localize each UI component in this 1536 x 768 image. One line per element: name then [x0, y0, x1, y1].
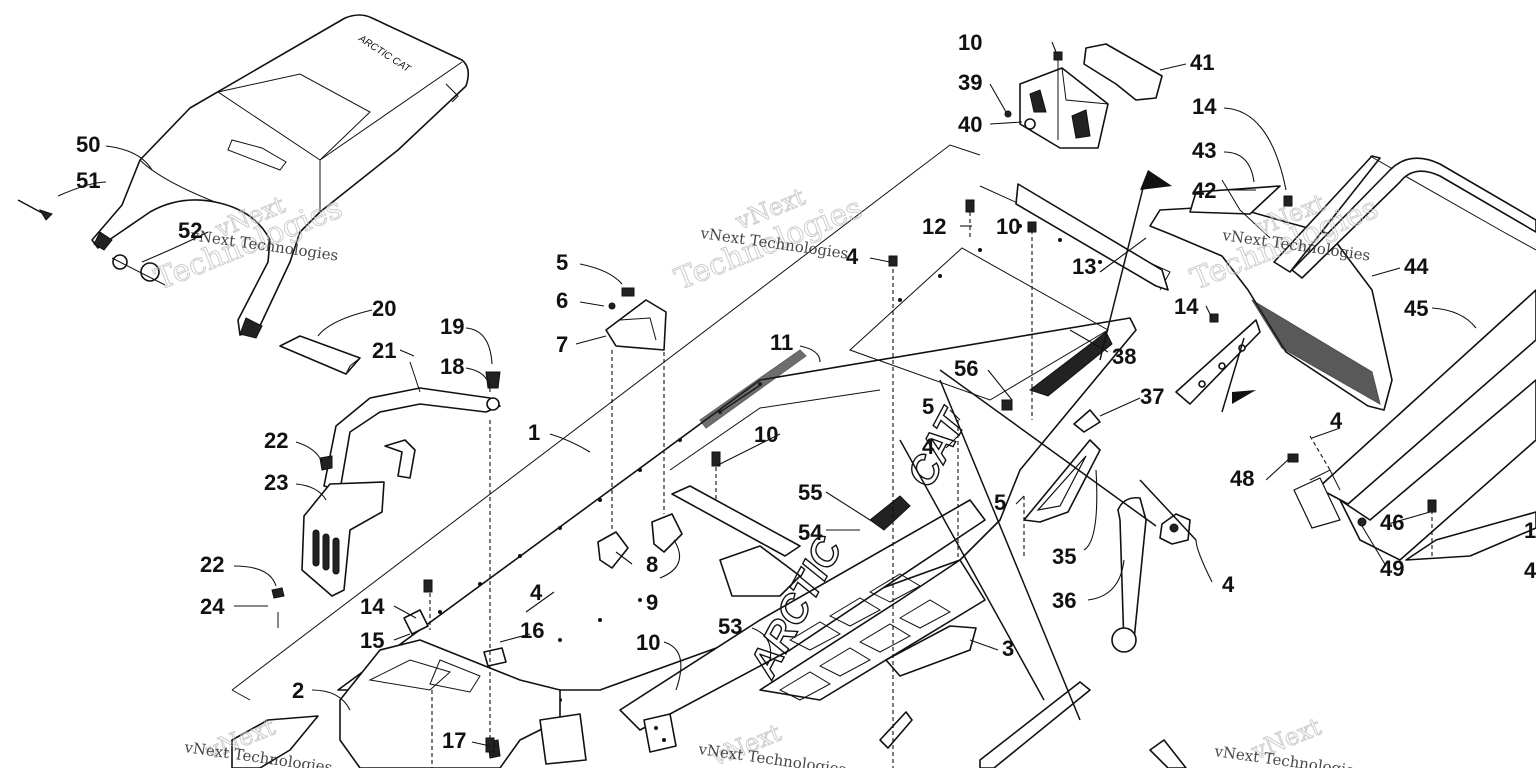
seat-grommet — [111, 254, 166, 286]
seat-assembly: ARCTIC CAT — [91, 14, 470, 339]
callout-52[interactable]: 52 — [178, 218, 202, 243]
callout-10[interactable]: 10 — [996, 214, 1020, 239]
grab-handle — [323, 361, 501, 491]
callout-44[interactable]: 44 — [1404, 254, 1429, 279]
callout-23[interactable]: 23 — [264, 470, 288, 495]
callout-8[interactable]: 8 — [646, 552, 658, 577]
callout-labels: 1 2 3 4 4 4 4 4 5 5 5 6 7 8 9 10 10 10 1… — [76, 30, 1536, 753]
callout-40[interactable]: 40 — [958, 112, 982, 137]
callout-4[interactable]: 4 — [922, 434, 935, 459]
callout-19[interactable]: 19 — [440, 314, 464, 339]
callout-10[interactable]: 10 — [754, 422, 778, 447]
callout-4[interactable]: 4 — [1330, 408, 1343, 433]
callout-45[interactable]: 45 — [1404, 296, 1428, 321]
callout-51[interactable]: 51 — [76, 168, 100, 193]
callout-16[interactable]: 16 — [520, 618, 544, 643]
rear-frame — [231, 609, 677, 768]
callout-46[interactable]: 46 — [1380, 510, 1404, 535]
callout-35[interactable]: 35 — [1052, 544, 1076, 569]
watermark-top-left: vNext Technologies vNext Technologies — [149, 190, 347, 298]
callout-21[interactable]: 21 — [372, 338, 396, 363]
callout-11[interactable]: 11 — [770, 330, 793, 355]
callout-4[interactable]: 4 — [1524, 558, 1536, 583]
callout-5[interactable]: 5 — [922, 394, 934, 419]
leader-lines — [57, 41, 1477, 747]
callout-5[interactable]: 5 — [994, 490, 1006, 515]
callout-42[interactable]: 42 — [1192, 178, 1216, 203]
callout-22[interactable]: 22 — [200, 552, 224, 577]
callout-18[interactable]: 18 — [440, 354, 464, 379]
callout-4[interactable]: 4 — [846, 244, 859, 269]
callout-36[interactable]: 36 — [1052, 588, 1076, 613]
callout-43[interactable]: 43 — [1192, 138, 1216, 163]
callout-3[interactable]: 3 — [1002, 636, 1014, 661]
taillight-bracket — [271, 455, 385, 628]
callout-1[interactable]: 1 — [1524, 518, 1536, 543]
cover-plates — [597, 287, 683, 569]
callout-6[interactable]: 6 — [556, 288, 568, 313]
callout-14[interactable]: 14 — [1174, 294, 1199, 319]
side-bracket — [1023, 439, 1101, 523]
callout-56[interactable]: 56 — [954, 356, 978, 381]
callout-38[interactable]: 38 — [1112, 344, 1136, 369]
heat-shield — [279, 335, 361, 375]
callout-12[interactable]: 12 — [922, 214, 946, 239]
callout-49[interactable]: 49 — [1380, 556, 1404, 581]
callout-41[interactable]: 41 — [1190, 50, 1214, 75]
callout-5[interactable]: 5 — [556, 250, 568, 275]
callout-37[interactable]: 37 — [1140, 384, 1164, 409]
callout-4[interactable]: 4 — [530, 580, 543, 605]
seat-pin — [17, 199, 53, 221]
callout-48[interactable]: 48 — [1230, 466, 1254, 491]
callout-53[interactable]: 53 — [718, 614, 742, 639]
callout-39[interactable]: 39 — [958, 70, 982, 95]
callout-9[interactable]: 9 — [646, 590, 658, 615]
watermark-bottom-right: vNext vNext Technologies — [1212, 712, 1363, 768]
callout-17[interactable]: 17 — [442, 728, 466, 753]
mount-plate — [885, 625, 977, 677]
rear-bumper — [1273, 155, 1536, 561]
callout-14[interactable]: 14 — [1192, 94, 1217, 119]
callout-1[interactable]: 1 — [528, 420, 540, 445]
callout-10[interactable]: 10 — [958, 30, 982, 55]
tunnel: ARCTIC CAT — [231, 144, 1171, 731]
callout-14[interactable]: 14 — [360, 594, 385, 619]
callout-7[interactable]: 7 — [556, 332, 568, 357]
watermark-bottom-center: vNext vNext Technologies — [696, 718, 847, 768]
watermark-top-center: vNext Technologies vNext Technologies — [669, 182, 867, 298]
rail-slide — [879, 681, 1187, 768]
callout-54[interactable]: 54 — [798, 520, 823, 545]
callout-15[interactable]: 15 — [360, 628, 384, 653]
snow-flap — [1149, 179, 1393, 411]
taillight-housing — [1004, 43, 1163, 149]
callout-4[interactable]: 4 — [1222, 572, 1235, 597]
spindle-strap — [1073, 409, 1191, 653]
callout-10[interactable]: 10 — [636, 630, 660, 655]
callout-20[interactable]: 20 — [372, 296, 396, 321]
callout-2[interactable]: 2 — [292, 678, 304, 703]
callout-50[interactable]: 50 — [76, 132, 100, 157]
callout-55[interactable]: 55 — [798, 480, 822, 505]
callout-24[interactable]: 24 — [200, 594, 225, 619]
callout-13[interactable]: 13 — [1072, 254, 1096, 279]
callout-22[interactable]: 22 — [264, 428, 288, 453]
